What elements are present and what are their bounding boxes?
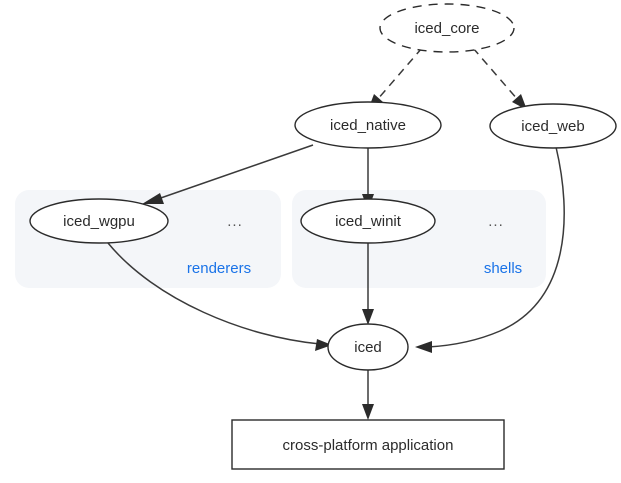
node-iced-wgpu-label: iced_wgpu [63,213,135,230]
edge-iced-native-to-iced-wgpu [142,144,314,204]
cluster-renderers-ellipsis: ... [227,213,243,230]
node-cross-platform-application-label: cross-platform application [283,437,454,454]
node-iced[interactable]: iced [327,323,409,371]
edge-iced-winit-to-iced [362,243,374,325]
node-iced-winit-shape[interactable] [300,198,436,244]
edge-iced-core-to-iced-native-line [376,47,423,101]
edge-iced-wgpu-to-iced [107,242,332,351]
edge-iced-web-to-iced-line [427,146,565,348]
edge-iced-core-to-iced-native [368,47,423,110]
edge-iced-native-to-iced-wgpu-line [154,144,314,201]
edge-iced-native-to-iced-wgpu-arrowhead [142,193,164,204]
cluster-shells-ellipsis: ... [488,213,504,230]
node-iced-native-shape[interactable] [294,101,442,149]
node-cross-platform-application-shape[interactable] [231,419,505,470]
node-iced-winit[interactable]: iced_winit [300,198,436,244]
node-iced-web-shape[interactable] [489,103,617,149]
edge-iced-core-to-iced-web-line [472,47,519,101]
node-iced-wgpu[interactable]: iced_wgpu [29,198,169,244]
node-iced-shape[interactable] [327,323,409,371]
edge-iced-to-app [362,370,374,420]
cluster-renderers-label: renderers [187,260,251,277]
node-cross-platform-application[interactable]: cross-platform application [231,419,505,470]
edge-iced-web-to-iced [415,146,565,353]
edge-iced-winit-to-iced-arrowhead [362,309,374,325]
node-iced-core-shape[interactable] [379,3,515,53]
cluster-shells-label: shells [484,260,522,277]
edge-iced-core-to-iced-web [472,47,527,110]
edge-iced-web-to-iced-arrowhead [415,341,432,353]
node-iced-core-label: iced_core [414,20,479,37]
node-iced-wgpu-shape[interactable] [29,198,169,244]
node-iced-core[interactable]: iced_core [379,3,515,53]
edge-iced-wgpu-to-iced-arrowhead [315,339,332,351]
edge-iced-to-app-arrowhead [362,404,374,420]
node-iced-web[interactable]: iced_web [489,103,617,149]
node-iced-native-label: iced_native [330,117,406,134]
node-iced-web-label: iced_web [521,118,584,135]
node-iced-label: iced [354,339,382,356]
node-iced-native[interactable]: iced_native [294,101,442,149]
node-iced-winit-label: iced_winit [335,213,402,230]
edge-iced-wgpu-to-iced-line [107,242,321,345]
